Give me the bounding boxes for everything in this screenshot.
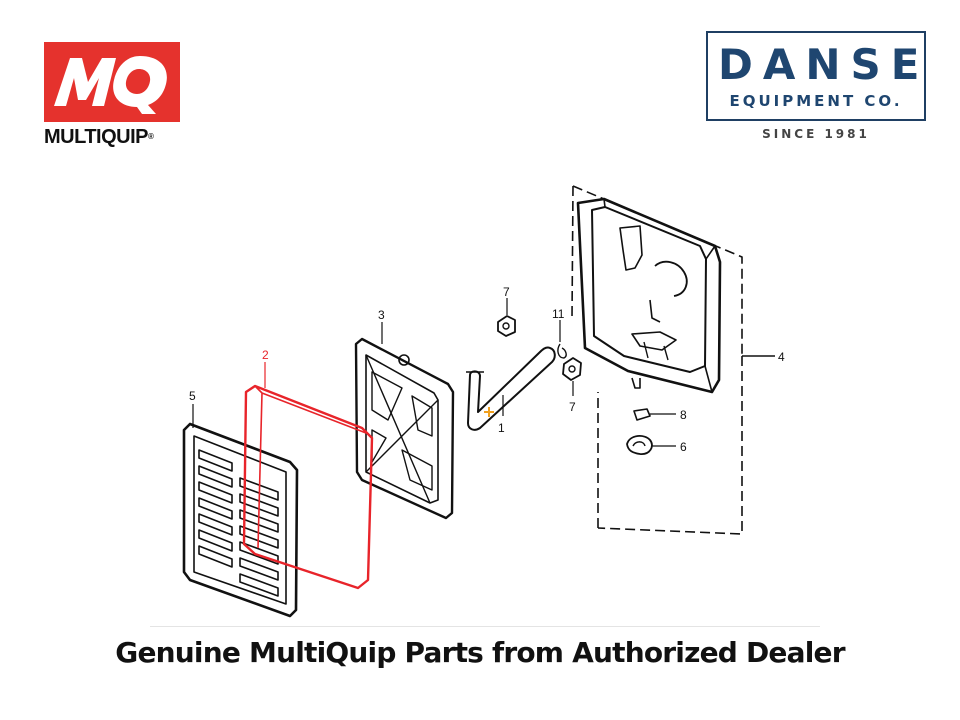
- callout-5: 5: [189, 389, 196, 403]
- part-4-air-cleaner-case: [576, 197, 722, 394]
- callout-2: 2: [262, 348, 269, 362]
- multiquip-wordmark: MULTIQUIP®: [44, 126, 154, 148]
- danse-name: DANSE: [718, 40, 930, 89]
- multiquip-logo: MULTIQUIP®: [44, 42, 180, 148]
- part-7-upper-nut: [497, 298, 516, 337]
- callout-8: 8: [680, 408, 687, 422]
- danse-subtitle: EQUIPMENT CO.: [729, 92, 903, 110]
- part-7-lower-nut: [562, 357, 582, 396]
- marker-plus-icon: [484, 407, 494, 417]
- callout-6: 6: [680, 440, 687, 454]
- part-2-foam-element: [242, 362, 374, 590]
- danse-since: SINCE 1981: [762, 127, 870, 141]
- part-3-element-frame: [354, 322, 455, 520]
- part-1-tube: [466, 346, 556, 431]
- danse-logo-box: DANSE EQUIPMENT CO.: [706, 31, 926, 121]
- callout-7-upper: 7: [503, 285, 510, 299]
- callout-3: 3: [378, 308, 385, 322]
- part-8-nut: [633, 408, 676, 421]
- footer-divider: [150, 626, 820, 627]
- callout-11: 11: [552, 307, 565, 321]
- callout-7-lower: 7: [569, 400, 576, 414]
- part-6-wing-nut: [626, 435, 676, 455]
- grille-slots-left: [198, 449, 233, 568]
- footer-tagline: Genuine MultiQuip Parts from Authorized …: [115, 636, 845, 669]
- part-5-grille-cover: [182, 404, 299, 618]
- part-4-bracket: [571, 185, 775, 535]
- callout-1: 1: [498, 421, 505, 435]
- callout-4: 4: [778, 350, 785, 364]
- mq-logo-mark-icon: [44, 42, 180, 122]
- grille-slots-right: [239, 477, 279, 597]
- part-11-clip: [557, 320, 567, 359]
- danse-equipment-logo: DANSE EQUIPMENT CO. SINCE 1981: [706, 31, 926, 141]
